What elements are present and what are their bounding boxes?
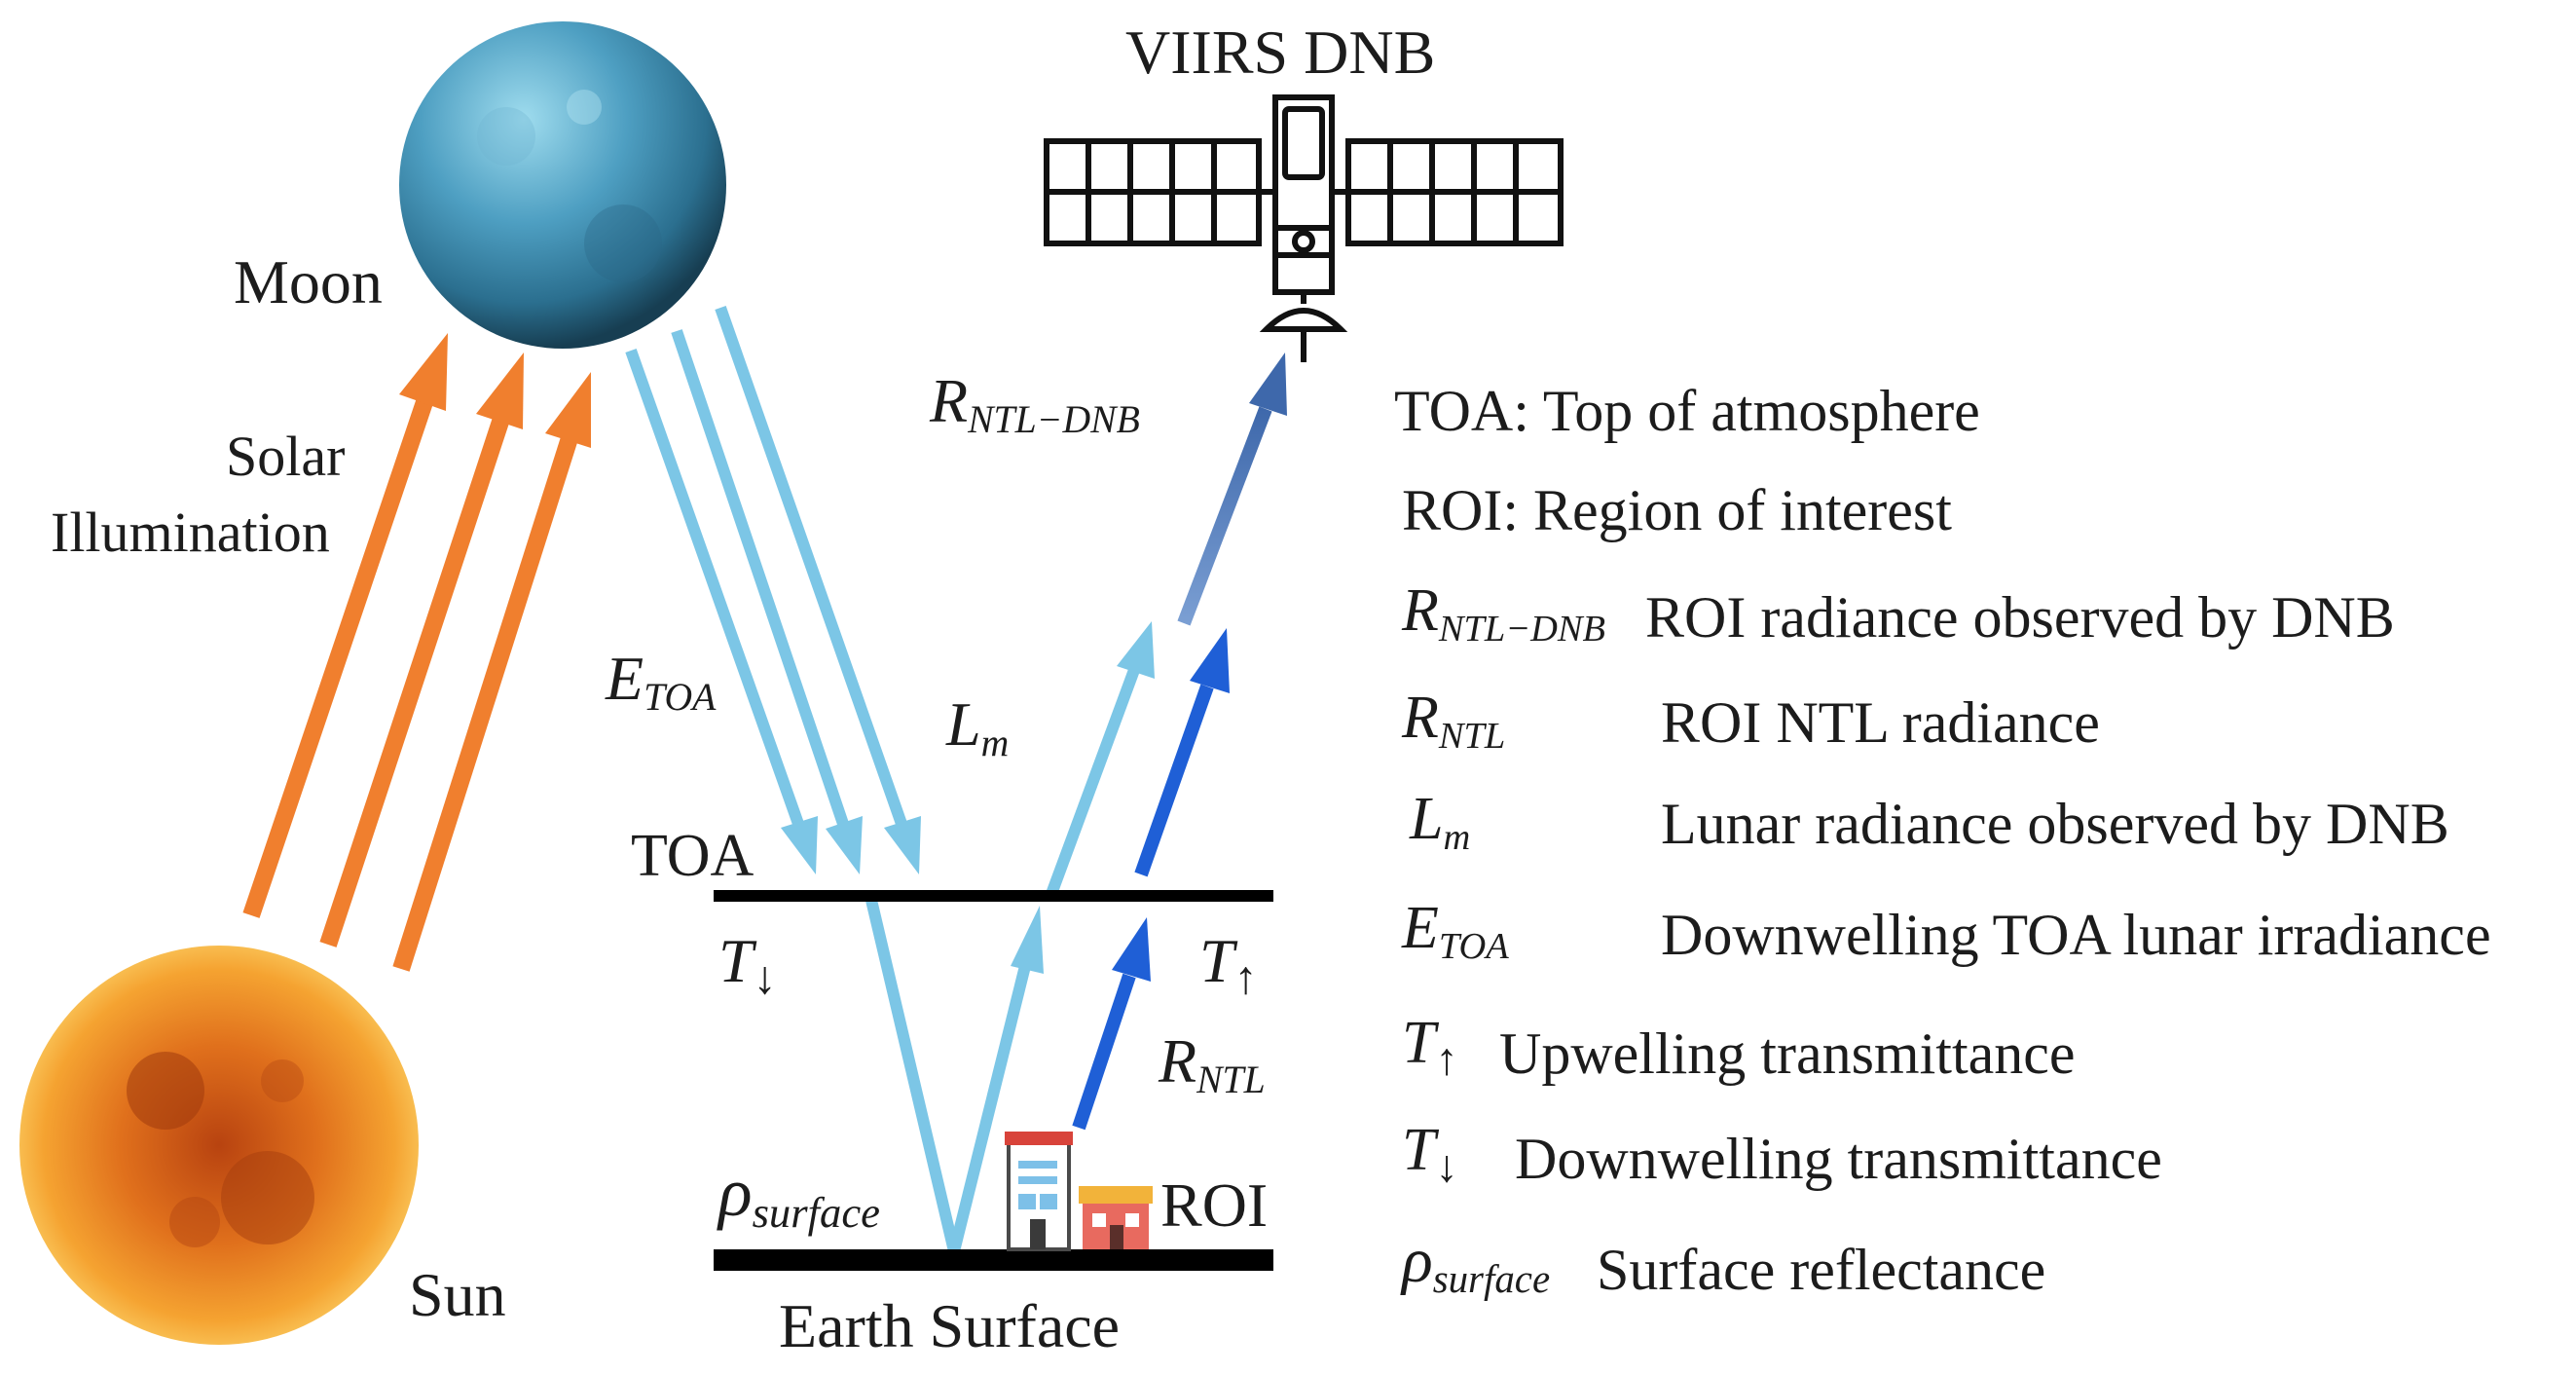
ntl-arrow-upper	[1134, 628, 1230, 877]
r-ntl-dnb-symbol: RNTL−DNB	[930, 366, 1140, 442]
sun-label: Sun	[409, 1260, 506, 1329]
lm-arrow	[1046, 621, 1155, 897]
satellite-label: VIIRS DNB	[1125, 18, 1436, 87]
ntl-arrows	[1072, 628, 1230, 1131]
legend-r-ntl-text: ROI NTL radiance	[1661, 690, 2100, 755]
legend-t-down-symbol: T↓	[1402, 1117, 1458, 1192]
legend-lm-symbol: Lm	[1410, 786, 1471, 858]
t-down-symbol: T↓	[718, 926, 777, 1004]
building-icon	[1005, 1132, 1073, 1251]
lm-symbol: Lm	[946, 689, 1010, 765]
sun-icon	[19, 946, 419, 1345]
legend-t-up-symbol: T↑	[1402, 1010, 1458, 1085]
legend-e-toa-symbol: ETOA	[1402, 895, 1509, 967]
legend-t-up-text: Upwelling transmittance	[1499, 1021, 2076, 1086]
solar-arrow	[319, 353, 524, 947]
reflection-path	[865, 894, 1044, 1253]
legend-r-ntl-dnb-text: ROI radiance observed by DNB	[1645, 585, 2395, 650]
legend-rho-surface-text: Surface reflectance	[1597, 1238, 2046, 1302]
legend-r-ntl-dnb-symbol: RNTL−DNB	[1402, 577, 1606, 650]
lunar-arrow	[671, 329, 863, 874]
e-toa-symbol: ETOA	[606, 644, 717, 720]
legend-t-down-text: Downwelling transmittance	[1515, 1127, 2162, 1191]
legend-rho-surface-symbol: ρsurface	[1402, 1225, 1551, 1302]
toa-label: TOA	[631, 823, 754, 889]
toa-line	[714, 890, 1273, 902]
t-up-symbol: T↑	[1199, 926, 1258, 1004]
moon-label: Moon	[234, 247, 383, 316]
legend-r-ntl-symbol: RNTL	[1402, 685, 1506, 757]
legend-roi: ROI: Region of interest	[1402, 478, 1952, 542]
earth-surface-line	[714, 1249, 1273, 1271]
satellite-icon	[1044, 94, 1564, 362]
legend-e-toa-text: Downwelling TOA lunar irradiance	[1661, 903, 2491, 967]
legend-lm-text: Lunar radiance observed by DNB	[1661, 792, 2449, 856]
solar-illumination-line1: Solar	[226, 425, 346, 488]
lunar-arrow	[625, 348, 818, 874]
legend-toa: TOA: Top of atmosphere	[1394, 379, 1980, 443]
r-ntl-symbol: RNTL	[1159, 1026, 1266, 1102]
roi-label: ROI	[1160, 1170, 1269, 1240]
ntl-arrow-lower	[1072, 917, 1151, 1131]
house-icon	[1079, 1186, 1153, 1249]
solar-arrows	[242, 333, 591, 972]
solar-illumination-line2: Illumination	[51, 501, 330, 564]
solar-arrow	[392, 372, 591, 972]
lunar-downwelling-arrows	[625, 306, 921, 874]
moon-icon	[399, 21, 726, 349]
lunar-arrow	[715, 306, 921, 874]
solar-arrow	[242, 333, 448, 918]
rho-surface-symbol: ρsurface	[718, 1153, 880, 1238]
earth-surface-label: Earth Surface	[779, 1291, 1121, 1360]
dnb-arrow	[1177, 353, 1287, 626]
